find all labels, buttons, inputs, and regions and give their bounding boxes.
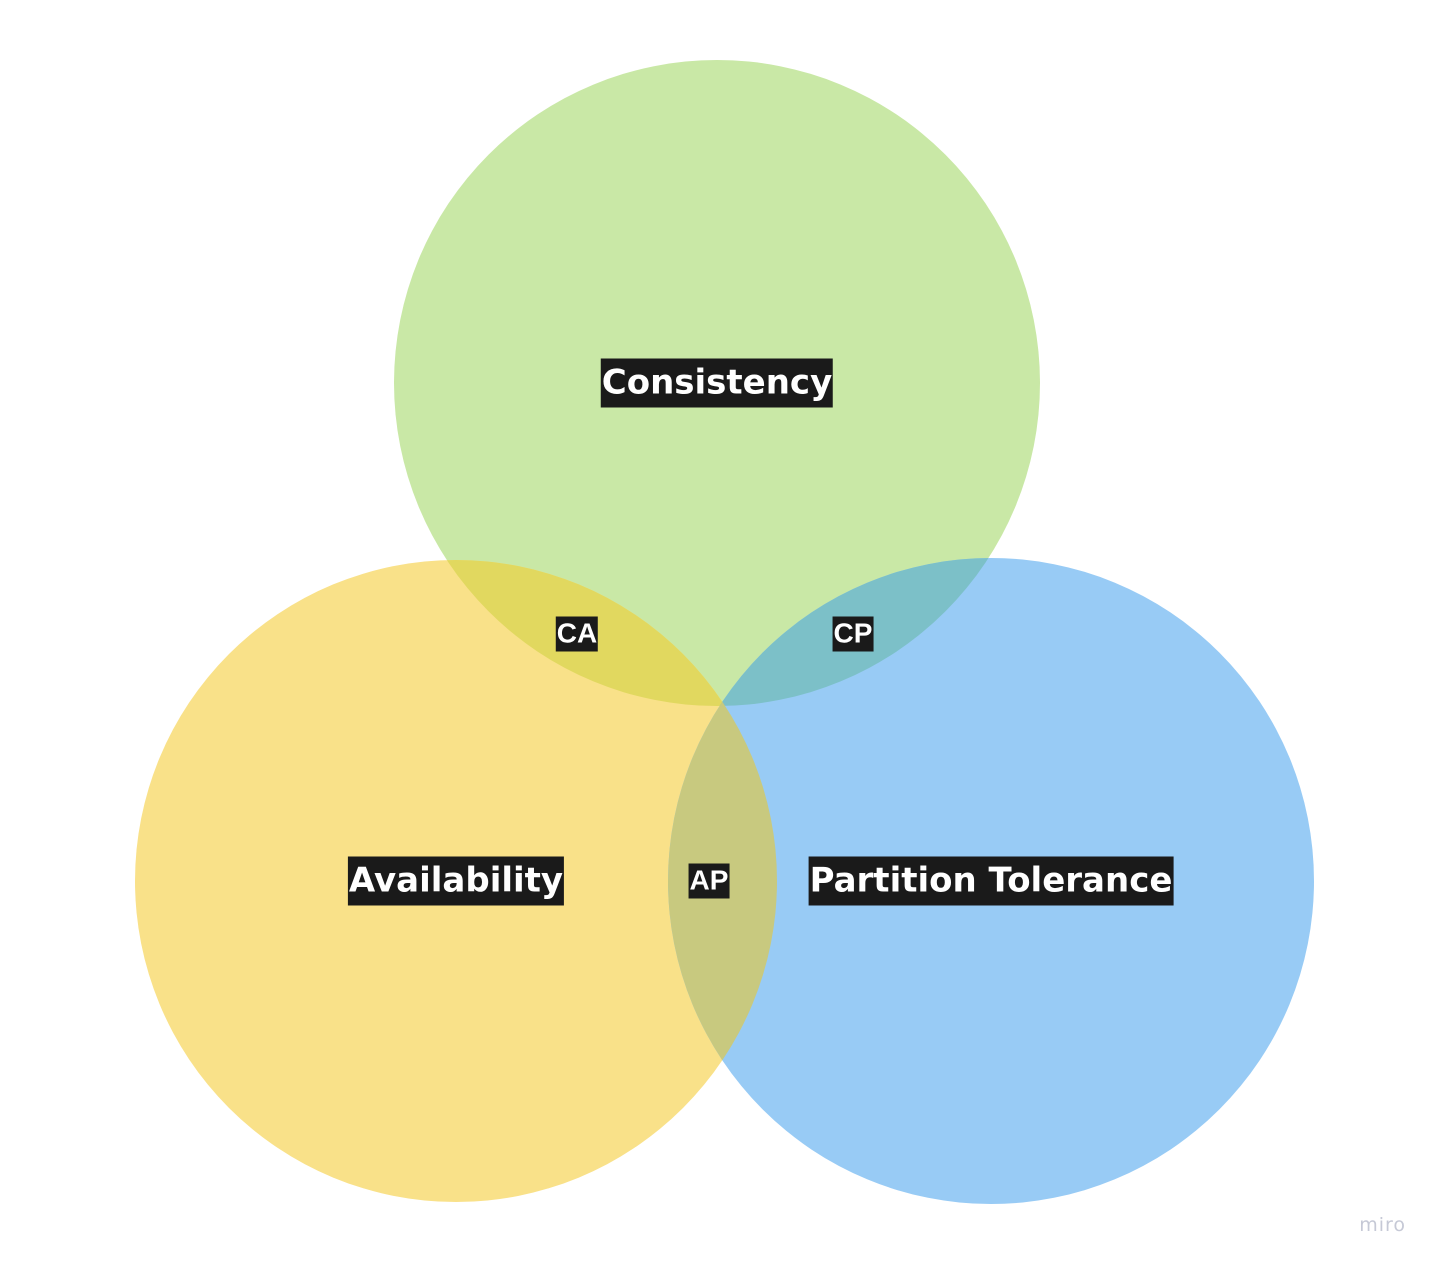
label-consistency: Consistency (600, 358, 834, 408)
miro-watermark: miro (1359, 1214, 1406, 1236)
label-ca: CA (555, 616, 599, 652)
label-availability: Availability (347, 856, 565, 906)
label-cp: CP (832, 616, 874, 652)
label-partition-tolerance: Partition Tolerance (808, 856, 1174, 906)
label-ap: AP (688, 863, 730, 899)
